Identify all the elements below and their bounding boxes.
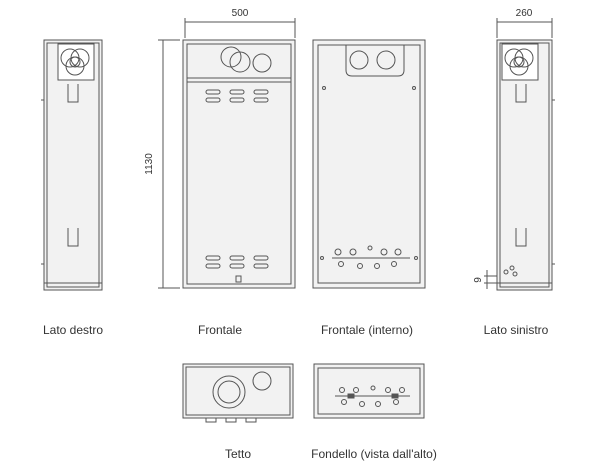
left-side-view <box>484 18 555 291</box>
caption-bottom: Fondello (vista dall'alto) <box>311 447 437 461</box>
caption-front: Frontale <box>197 323 243 337</box>
caption-right-side: Lato destro <box>42 323 104 337</box>
caption-front-inner: Frontale (interno) <box>320 323 414 337</box>
caption-roof: Tetto <box>224 447 252 461</box>
caption-left-side: Lato sinistro <box>483 323 549 337</box>
roof-view <box>182 363 294 423</box>
dim-height-label: 1130 <box>144 153 155 175</box>
dim-depth-label: 260 <box>516 8 533 19</box>
dim-width-label: 500 <box>232 8 249 19</box>
front-view <box>158 18 296 289</box>
right-side-view <box>41 39 103 291</box>
dim-small-label: 9 <box>473 277 484 283</box>
bottom-view <box>313 363 425 419</box>
front-inner-view <box>312 39 426 289</box>
